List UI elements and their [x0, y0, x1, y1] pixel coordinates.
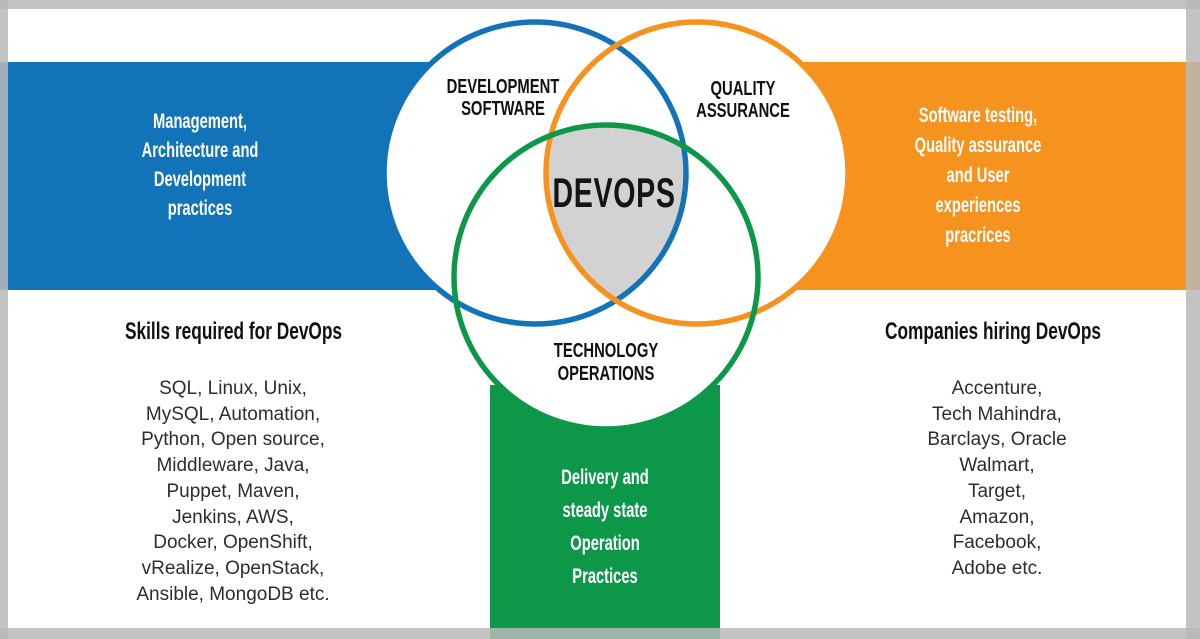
companies-list-line: Amazon, [959, 506, 1035, 528]
label-line: ASSURANCE [696, 100, 790, 122]
skills-list-line: Jenkins, AWS, [172, 506, 294, 528]
companies-list: Accenture, Tech Mahindra, Barclays, Orac… [822, 376, 1172, 582]
quality-assurance-label: QUALITY ASSURANCE [632, 78, 854, 122]
companies-list-line: Walmart, [959, 455, 1035, 477]
companies-list-line: Facebook, [952, 532, 1042, 554]
skills-list-line: Puppet, Maven, [166, 480, 300, 502]
companies-list-line: Accenture, [951, 378, 1043, 399]
band-line: Delivery and [561, 466, 649, 489]
companies-heading: Companies hiring DevOps [885, 318, 1102, 345]
frame-right-border [1186, 0, 1200, 639]
delivery-band-text: Delivery and steady state Operation Prac… [500, 461, 710, 593]
companies-list-line: Barclays, Oracle [927, 429, 1067, 451]
devops-center-label: DEVOPS [552, 169, 676, 216]
quality-circle-ring [543, 19, 851, 327]
band-line: Architecture and [141, 139, 259, 162]
companies-list-line: Adobe etc. [951, 557, 1043, 579]
management-band-text: Management, Architecture and Development… [95, 107, 305, 223]
band-line: steady state [562, 499, 648, 522]
band-line: practices [167, 197, 233, 220]
band-line: Management, [153, 110, 247, 133]
skills-list-line: SQL, Linux, Unix, [159, 378, 307, 399]
skills-list: SQL, Linux, Unix, MySQL, Automation, Pyt… [58, 376, 408, 607]
technology-circle-ring [451, 122, 761, 432]
development-software-label: DEVELOPMENT SOFTWARE [392, 76, 614, 120]
label-line: QUALITY [710, 78, 776, 100]
skills-heading: Skills required for DevOps [124, 318, 343, 345]
companies-list-line: Tech Mahindra, [932, 403, 1062, 425]
label-line: TECHNOLOGY [553, 340, 659, 362]
band-line: Quality assurance [914, 134, 1042, 157]
frame-left-border [0, 0, 8, 639]
frame-bottom-border [0, 628, 1200, 639]
skills-list-line: Docker, OpenShift, [153, 532, 313, 554]
band-line: Software testing, [918, 104, 1038, 127]
skills-list-line: Ansible, MongoDB etc. [136, 583, 330, 605]
companies-list-line: Target, [967, 480, 1027, 502]
frame-top-border [0, 0, 1200, 9]
band-line: pracrices [945, 224, 1011, 247]
band-line: Development [153, 168, 247, 191]
band-line: experiences [935, 194, 1021, 217]
software-testing-band-text: Software testing, Quality assurance and … [873, 101, 1083, 251]
skills-list-line: MySQL, Automation, [145, 403, 321, 425]
label-line: OPERATIONS [557, 363, 655, 385]
development-circle-ring [381, 19, 689, 327]
band-line: and User [946, 164, 1010, 187]
label-line: SOFTWARE [461, 98, 545, 120]
band-line: Operation [570, 532, 640, 555]
skills-list-line: vRealize, OpenStack, [141, 557, 325, 579]
label-line: DEVELOPMENT [446, 76, 560, 98]
band-line: Practices [572, 565, 638, 588]
skills-list-line: Python, Open source, [141, 429, 325, 451]
skills-list-line: Middleware, Java, [156, 455, 310, 477]
technology-operations-label: TECHNOLOGY OPERATIONS [495, 340, 717, 386]
